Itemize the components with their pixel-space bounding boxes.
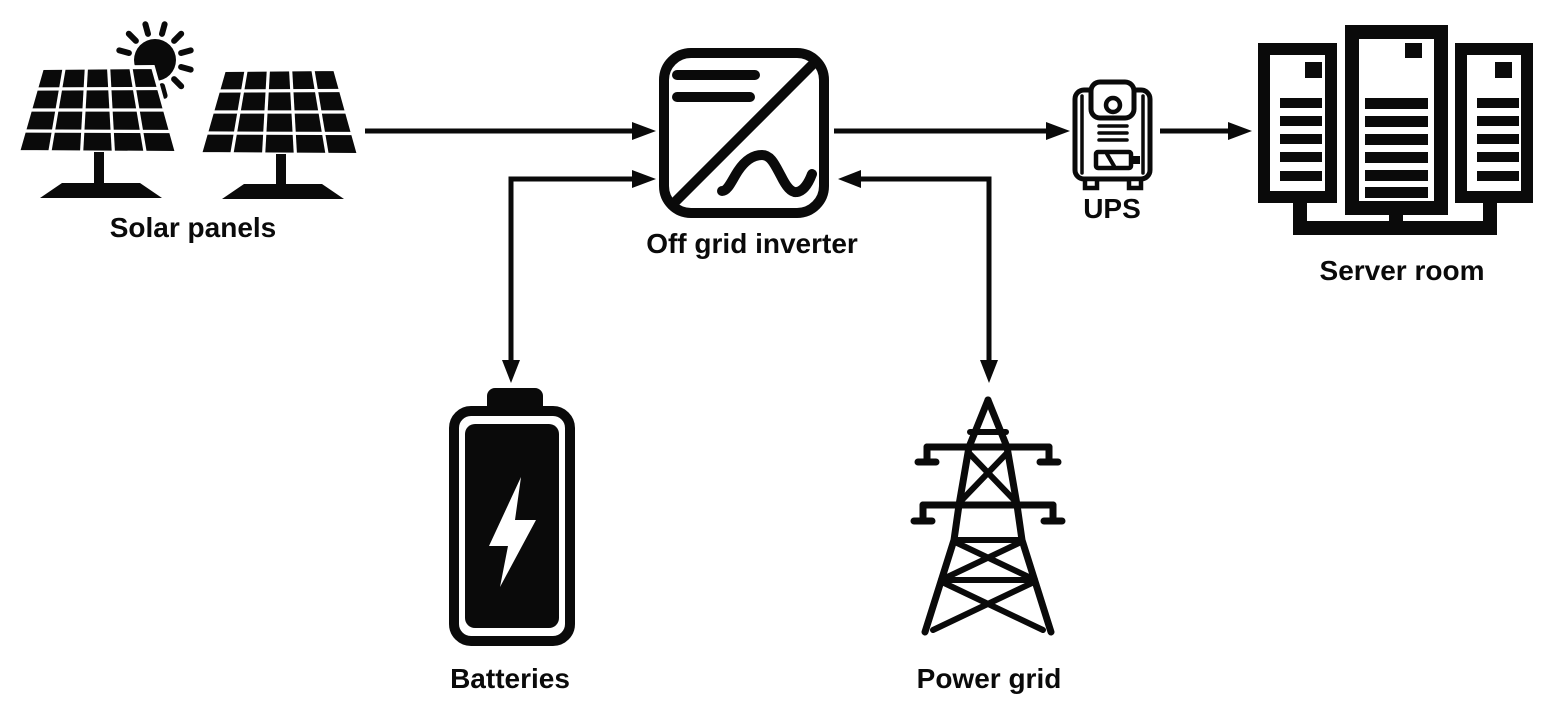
- ups-label: UPS: [1083, 193, 1141, 224]
- edge-inverter-to-batteries: [502, 170, 656, 383]
- edge-inverter-to-ups: [834, 122, 1070, 140]
- edge-solar-panels-to-inverter: [365, 122, 656, 140]
- ups-icon: [1072, 79, 1153, 191]
- power-grid-label: Power grid: [916, 663, 1062, 694]
- batteries-label: Batteries: [450, 663, 570, 694]
- solar-panels-icon: [15, 21, 362, 199]
- power-grid-icon: [910, 396, 1066, 636]
- server-room-icon: [1258, 25, 1533, 235]
- solar-panels-label: Solar panels: [109, 212, 277, 243]
- server-room-label: Server room: [1319, 255, 1485, 286]
- edge-ups-to-server-room: [1160, 122, 1252, 140]
- off-grid-inverter-icon: [659, 48, 829, 218]
- edge-inverter-to-power-grid: [838, 170, 998, 383]
- off-grid-inverter-label: Off grid inverter: [646, 228, 858, 259]
- batteries-icon: [449, 388, 575, 646]
